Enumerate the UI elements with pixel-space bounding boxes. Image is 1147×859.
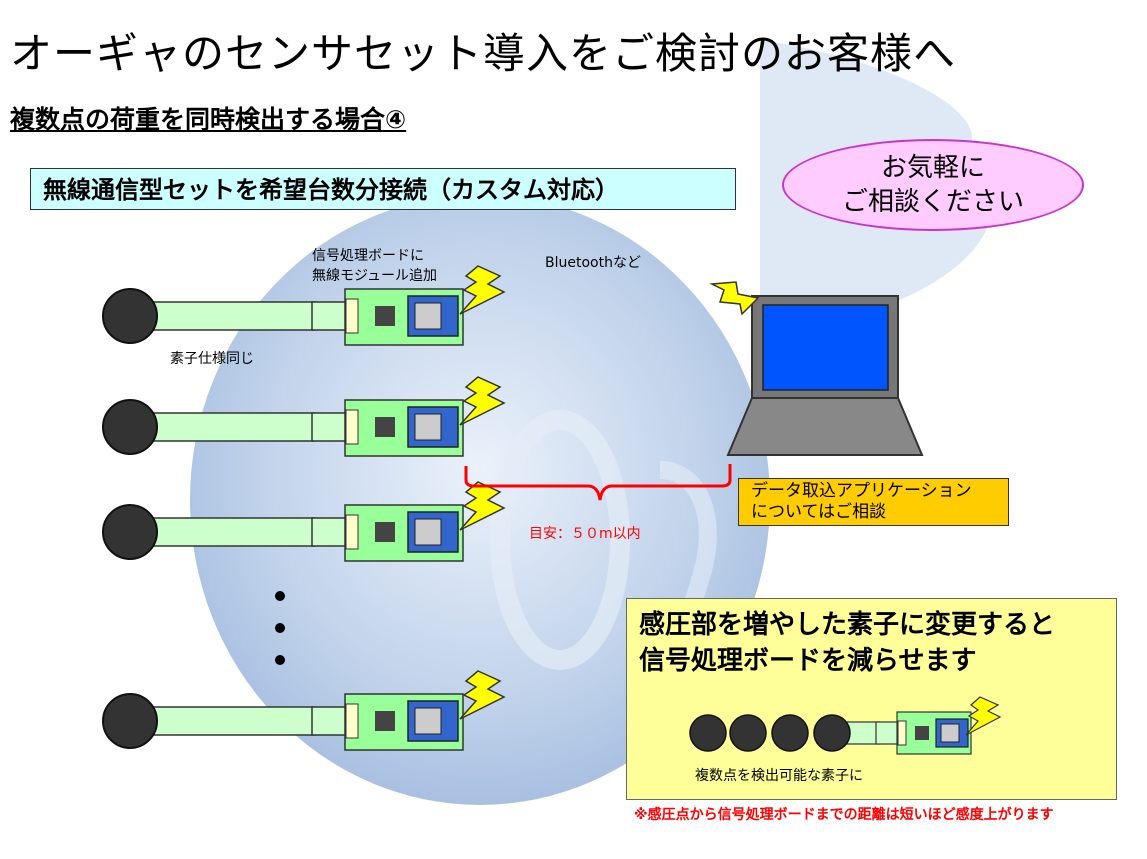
laptop-icon — [726, 295, 924, 456]
sensor-tail — [149, 706, 316, 736]
sensor-row — [102, 481, 506, 562]
wireless-label: Bluetoothなど — [545, 255, 641, 271]
app-box-line2: についてはご相談 — [751, 502, 887, 522]
lightning-icon — [459, 376, 506, 426]
page-title: オーギャのセンサセット導入をご検討のお客様へ — [10, 29, 957, 78]
connector — [311, 706, 347, 736]
board-label: 信号処理ボードに 無線モジュール追加 — [312, 246, 437, 286]
multi-point-caption: 複数点を検出可能な素子に — [695, 768, 863, 784]
distance-bracket — [464, 464, 732, 501]
sensor-icon — [102, 504, 158, 560]
board-connector — [345, 514, 359, 550]
module-chip — [414, 518, 442, 546]
ellipsis-dots-icon — [275, 623, 285, 633]
consult-line2: ご相談ください — [841, 187, 1024, 217]
chip — [375, 711, 395, 731]
sensitivity-note: ※感圧点から信号処理ボードまでの距離は短いほど感度上がります — [634, 807, 1054, 823]
board-connector — [345, 703, 359, 739]
connector — [311, 517, 347, 547]
board-label-line1: 信号処理ボードに — [312, 248, 424, 264]
connector — [311, 412, 347, 442]
sensor-icon — [102, 693, 158, 749]
ellipsis-dots-icon — [275, 591, 285, 601]
module-chip — [414, 413, 442, 441]
board-connector — [345, 298, 359, 334]
lightning-icon — [459, 670, 506, 720]
consult-line1: お気軽に — [880, 153, 985, 183]
sensor-tail — [149, 301, 316, 331]
lightning-icon — [459, 481, 506, 531]
page-subtitle: 複数点の荷重を同時検出する場合④ — [10, 105, 407, 134]
sensor-icon — [102, 399, 158, 455]
consult-bubble: お気軽に ご相談ください — [782, 139, 1084, 231]
chip — [375, 306, 395, 326]
lightning-icon — [709, 281, 760, 316]
sensor-tail — [149, 517, 316, 547]
module-chip — [414, 707, 442, 735]
set-banner: 無線通信型セットを希望台数分接続（カスタム対応） — [30, 168, 736, 210]
element-label: 素子仕様同じ — [170, 351, 254, 367]
board-label-line2: 無線モジュール追加 — [312, 268, 438, 284]
app-consult-box: データ取込アプリケーション についてはご相談 — [738, 478, 1009, 526]
sensor-row — [102, 265, 506, 346]
sensor-icon — [102, 288, 158, 344]
board-connector — [345, 409, 359, 445]
app-box-line1: データ取込アプリケーション — [751, 481, 972, 501]
module-chip — [414, 302, 442, 330]
distance-label: 目安：５０m以内 — [529, 526, 641, 542]
chip — [375, 522, 395, 542]
reduce-box-line2: 信号処理ボードを減らせます — [639, 646, 977, 676]
connector — [311, 301, 347, 331]
sensor-row — [102, 376, 506, 457]
chip — [375, 417, 395, 437]
ellipsis-dots-icon — [275, 655, 285, 665]
reduce-box-line1: 感圧部を増やした素子に変更すると — [639, 610, 1056, 640]
sensor-row — [102, 670, 506, 751]
reduce-board-box: 感圧部を増やした素子に変更すると 信号処理ボードを減らせます 複数点を検出可能な… — [626, 598, 1117, 800]
reduce-box-text: 感圧部を増やした素子に変更すると 信号処理ボードを減らせます — [639, 607, 1055, 679]
lightning-icon — [459, 265, 506, 315]
sensor-tail — [149, 412, 316, 442]
